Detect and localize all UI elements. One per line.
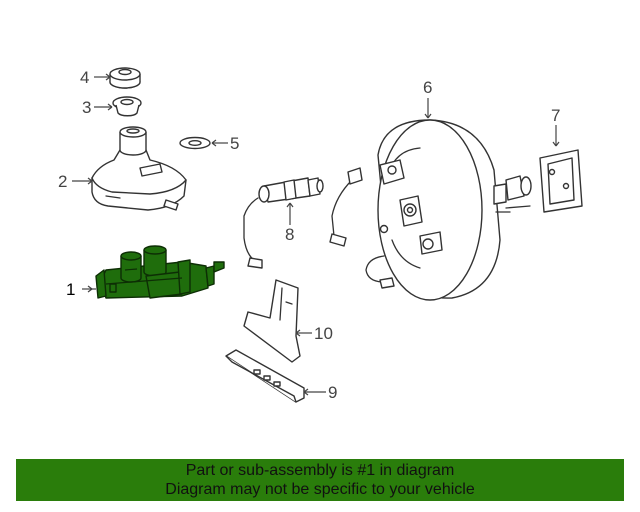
part-1-master-cylinder[interactable] [95, 245, 225, 299]
banner-line-disclaimer: Diagram may not be specific to your vehi… [165, 481, 475, 498]
part-7-gasket[interactable] [539, 149, 583, 213]
leader-lines [72, 73, 560, 396]
callout-2: 2 [58, 172, 67, 191]
callout-10: 10 [314, 324, 333, 343]
part-8-sensor[interactable] [243, 177, 324, 269]
part-6-brake-booster[interactable] [329, 119, 532, 301]
callout-8: 8 [285, 225, 294, 244]
callout-1: 1 [66, 280, 75, 299]
callout-4: 4 [80, 68, 89, 87]
part-5-grommet[interactable] [179, 136, 211, 150]
banner-line-part: Part or sub-assembly is #1 in diagram [185, 462, 455, 479]
info-banner: Part or sub-assembly is #1 in diagram Di… [16, 459, 624, 501]
callout-3: 3 [82, 98, 91, 117]
callout-6: 6 [423, 78, 432, 97]
part-2-reservoir[interactable] [91, 126, 187, 211]
part-3-filter[interactable] [112, 96, 142, 117]
part-4-reservoir-cap[interactable] [109, 67, 141, 89]
callout-5: 5 [230, 134, 239, 153]
callout-9: 9 [328, 383, 337, 402]
part-10-bracket[interactable] [243, 279, 301, 363]
part-9-rail[interactable] [225, 349, 305, 403]
callout-7: 7 [551, 106, 560, 125]
